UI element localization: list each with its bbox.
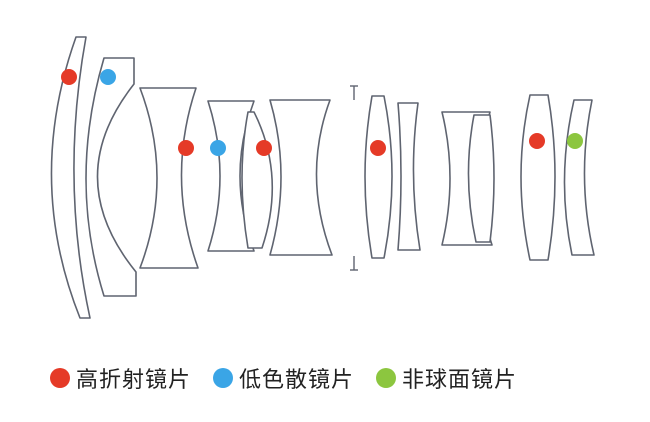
legend-dot-high-refraction xyxy=(50,368,70,388)
lens-element-7 xyxy=(397,102,421,251)
marker-aspherical xyxy=(567,133,583,149)
legend-item-low-dispersion: 低色散镜片 xyxy=(213,362,354,394)
lens-element-10 xyxy=(563,99,595,256)
lens-element-9 xyxy=(520,94,556,261)
legend-dot-low-dispersion xyxy=(213,368,234,388)
lens-element-1 xyxy=(50,36,91,319)
legend-label: 高折射镜片 xyxy=(76,368,192,393)
marker-high-refraction xyxy=(61,69,77,85)
lens-element-4b xyxy=(241,111,274,249)
marker-high-refraction xyxy=(178,140,194,156)
lens-cross-section xyxy=(50,36,595,319)
legend-label: 非球面镜片 xyxy=(402,368,518,393)
lens-element-6 xyxy=(364,95,393,259)
legend-item-high-refraction: 高折射镜片 xyxy=(50,362,191,394)
legend-label: 低色散镜片 xyxy=(239,368,355,393)
lens-element-8b xyxy=(467,114,495,243)
legend-item-aspherical: 非球面镜片 xyxy=(376,362,517,394)
lens-element-5 xyxy=(269,99,333,256)
aperture-stop xyxy=(350,85,358,271)
lens-element-2 xyxy=(85,57,137,297)
lens-element-3 xyxy=(139,87,199,269)
marker-high-refraction xyxy=(529,133,545,149)
marker-low-dispersion xyxy=(210,140,226,156)
legend: 高折射镜片 低色散镜片 非球面镜片 xyxy=(50,362,620,394)
legend-dot-aspherical xyxy=(376,368,397,388)
marker-high-refraction xyxy=(370,140,386,156)
marker-low-dispersion xyxy=(100,69,116,85)
marker-high-refraction xyxy=(256,140,272,156)
